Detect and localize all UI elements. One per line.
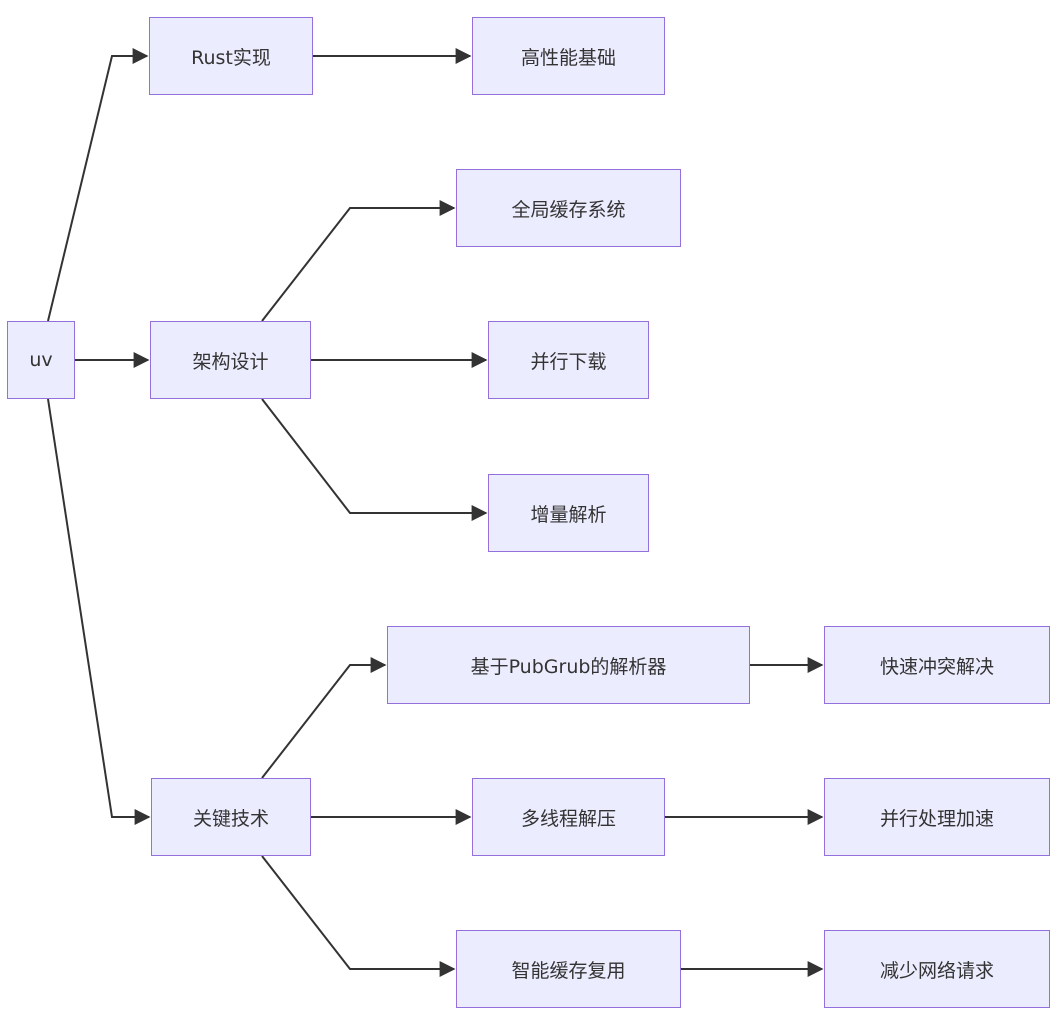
node-pubgrub-resolver: 基于PubGrub的解析器: [387, 626, 750, 704]
node-key-technologies: 关键技术: [151, 778, 311, 856]
node-key-technologies-label: 关键技术: [192, 807, 269, 830]
node-parallel-download-label: 并行下载: [530, 350, 607, 373]
edge-arch-to-cache: [261, 200, 456, 322]
node-reduce-network-requests: 减少网络请求: [824, 930, 1050, 1008]
edge-arch-to-incr: [261, 398, 488, 521]
node-high-performance-foundation: 高性能基础: [472, 17, 665, 95]
edge-uv-to-key: [47, 398, 151, 825]
node-global-cache-system: 全局缓存系统: [456, 169, 681, 247]
node-incremental-parse: 增量解析: [488, 474, 649, 552]
node-uv-label: uv: [29, 349, 53, 371]
node-architecture-design: 架构设计: [150, 321, 311, 399]
node-multithread-unpack-label: 多线程解压: [520, 807, 616, 830]
node-high-performance-foundation-label: 高性能基础: [520, 46, 616, 69]
node-parallel-download: 并行下载: [488, 321, 649, 399]
edge-key-to-smart: [261, 855, 456, 977]
node-rust-implementation-label: Rust实现: [191, 46, 271, 69]
node-smart-cache-reuse: 智能缓存复用: [456, 930, 681, 1008]
node-uv: uv: [7, 321, 75, 399]
node-incremental-parse-label: 增量解析: [530, 503, 607, 526]
node-pubgrub-resolver-label: 基于PubGrub的解析器: [470, 655, 667, 678]
node-parallel-acceleration-label: 并行处理加速: [879, 807, 994, 830]
node-reduce-network-requests-label: 减少网络请求: [879, 959, 994, 982]
node-multithread-unpack: 多线程解压: [472, 778, 665, 856]
node-global-cache-system-label: 全局缓存系统: [511, 198, 626, 221]
node-smart-cache-reuse-label: 智能缓存复用: [511, 959, 626, 982]
node-rust-implementation: Rust实现: [149, 17, 313, 95]
edge-uv-to-rust: [47, 48, 149, 322]
edge-key-to-pubgrub: [261, 657, 387, 779]
node-architecture-design-label: 架构设计: [192, 350, 269, 373]
node-parallel-acceleration: 并行处理加速: [824, 778, 1050, 856]
node-fast-conflict-resolution-label: 快速冲突解决: [879, 655, 994, 678]
node-fast-conflict-resolution: 快速冲突解决: [824, 626, 1050, 704]
